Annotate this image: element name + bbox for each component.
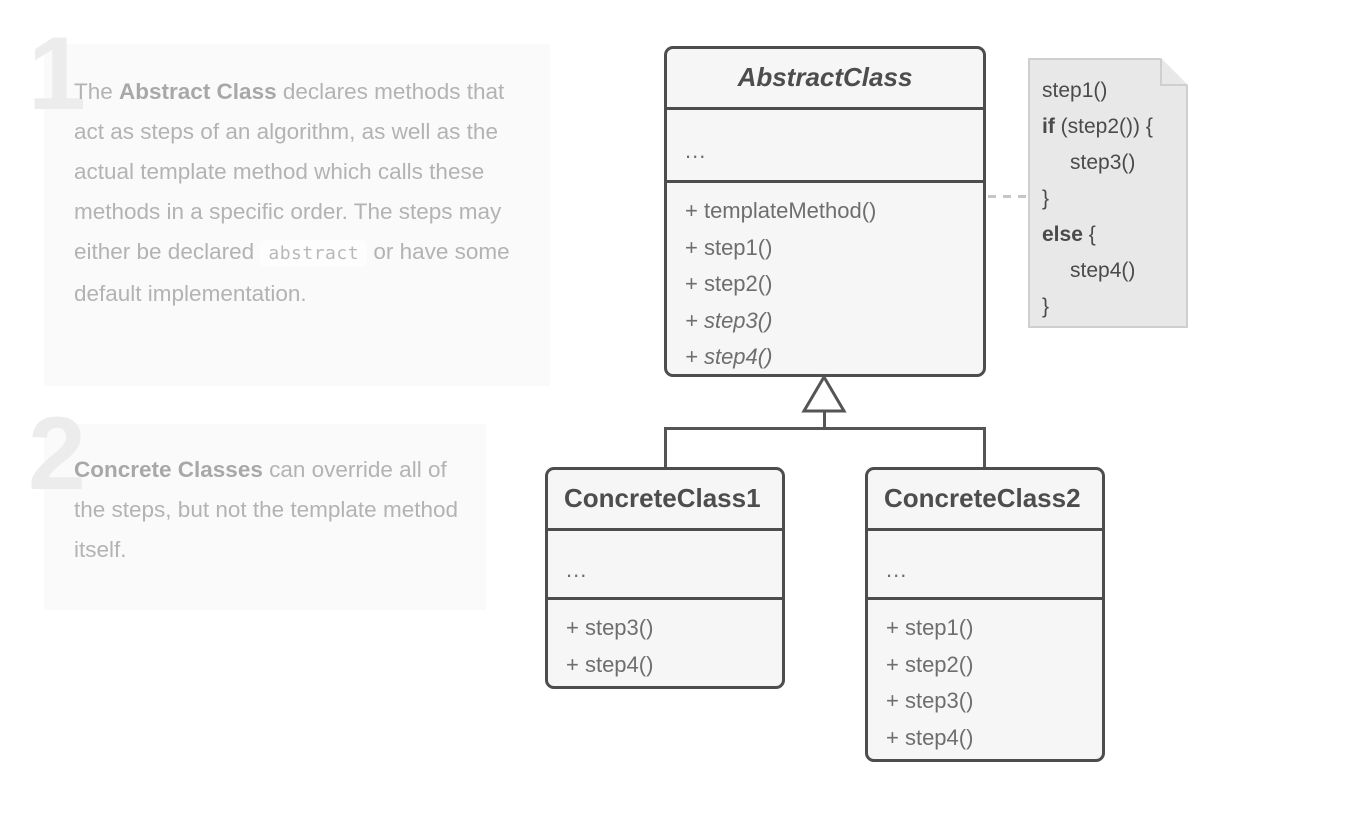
concreteclass1-methods: + step3() + step4(): [548, 597, 782, 686]
note-text: step1() if (step2()) { step3() } else { …: [1030, 60, 1186, 325]
annotation-numeral-2: 2: [28, 396, 86, 512]
note-line: }: [1042, 187, 1050, 210]
generalization-triangle-icon: [801, 374, 847, 413]
uml-class-concreteclass2[interactable]: ConcreteClass2 ... + step1() + step2() +…: [865, 467, 1105, 762]
note-dashed-link: [988, 195, 1030, 198]
generalization-branch-right: [983, 427, 986, 469]
note-line: }: [1042, 295, 1050, 318]
method-row: + step4(): [886, 724, 974, 750]
generalization-bar: [664, 427, 986, 430]
note-line: step3(): [1070, 151, 1136, 174]
annotation-1-tail: or have some default implementation.: [74, 239, 510, 306]
concreteclass2-methods: + step1() + step2() + step3() + step4(): [868, 597, 1102, 759]
uml-class-abstractclass[interactable]: AbstractClass ... + templateMethod() + s…: [664, 46, 986, 377]
note-line: step1(): [1042, 79, 1108, 102]
method-row: + step2(): [886, 651, 974, 677]
method-row: + step2(): [685, 271, 773, 296]
note-line: if (step2()) {: [1042, 115, 1153, 138]
method-row: + step1(): [685, 234, 773, 260]
annotation-text-2: Concrete Classes can override all of the…: [74, 450, 460, 570]
code-chip-abstract: abstract: [260, 240, 368, 267]
method-row: + step4(): [685, 344, 773, 369]
code-note: step1() if (step2()) { step3() } else { …: [1028, 58, 1188, 328]
concreteclass2-attributes: ...: [868, 528, 1102, 597]
method-row: + step3(): [566, 615, 654, 640]
method-row: + templateMethod(): [685, 198, 877, 223]
concreteclass1-attributes: ...: [548, 528, 782, 597]
annotation-numeral-1: 1: [28, 16, 86, 132]
concreteclass1-title: ConcreteClass1: [564, 483, 761, 513]
method-row: + step4(): [566, 651, 654, 677]
annotation-1-mid: declares methods that act as steps of an…: [74, 79, 505, 264]
note-line: step4(): [1070, 259, 1136, 282]
annotation-1-lead: The: [74, 79, 120, 104]
abstractclass-attributes: ...: [667, 107, 983, 180]
generalization-stem: [823, 412, 826, 430]
method-row: + step1(): [886, 615, 974, 640]
uml-class-concreteclass1[interactable]: ConcreteClass1 ... + step3() + step4(): [545, 467, 785, 689]
annotation-text-1: The Abstract Class declares methods that…: [74, 72, 524, 314]
method-row: + step3(): [685, 307, 773, 333]
annotation-block-1: 1 The Abstract Class declares methods th…: [28, 22, 550, 386]
method-row: + step3(): [886, 688, 974, 713]
abstractclass-methods: + templateMethod() + step1() + step2() +…: [667, 180, 983, 374]
concreteclass2-title: ConcreteClass2: [884, 483, 1081, 513]
note-fold-edge-icon: [1160, 58, 1188, 86]
note-body: step1() if (step2()) { step3() } else { …: [1028, 58, 1188, 328]
annotation-2-mid: can override all of the steps, but not t…: [74, 457, 458, 562]
annotation-1-bold-term: Abstract Class: [119, 79, 277, 104]
note-line: else {: [1042, 223, 1096, 246]
annotation-2-bold-term: Concrete Classes: [74, 457, 263, 482]
generalization-branch-left: [664, 427, 667, 469]
annotation-block-2: 2 Concrete Classes can override all of t…: [28, 402, 486, 610]
abstractclass-title: AbstractClass: [737, 62, 913, 92]
